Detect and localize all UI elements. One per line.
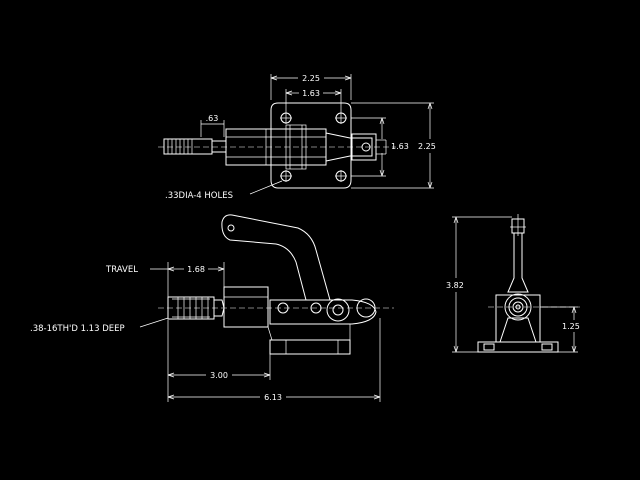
- label-thread: .38-16TH'D 1.13 DEEP: [30, 324, 125, 334]
- dim-end-base-height: 1.25: [562, 322, 580, 331]
- top-view: 2.25 1.63 .63 1.63 2.25 .33DIA-4 HOLES: [158, 74, 436, 201]
- side-pivot: [326, 298, 350, 322]
- side-linkage: [269, 299, 377, 325]
- dim-travel: 1.68: [187, 265, 205, 274]
- dim-top-width-outer: 2.25: [302, 74, 320, 83]
- side-view: TRAVEL 1.68 .38-16TH'D 1.13 DEEP 3.00 6.…: [30, 214, 394, 402]
- end-view: 3.82 1.25: [446, 214, 580, 353]
- side-body: [223, 286, 269, 328]
- dim-base-length: 3.00: [210, 371, 228, 380]
- end-base: [477, 341, 559, 353]
- dim-end-height: 3.82: [446, 281, 464, 290]
- top-linkage: [325, 132, 373, 162]
- dim-top-height-outer: 2.25: [418, 142, 436, 151]
- dim-top-width-inner: 1.63: [302, 89, 320, 98]
- dim-plunger-offset: .63: [206, 114, 219, 123]
- label-travel: TRAVEL: [105, 265, 138, 275]
- side-base: [269, 339, 351, 355]
- dim-overall-length: 6.13: [264, 393, 282, 402]
- top-base-plate: [270, 102, 352, 189]
- label-holes: .33DIA-4 HOLES: [165, 191, 233, 201]
- end-plunger-outer: [504, 293, 532, 321]
- dim-top-height-inner: 1.63: [391, 142, 409, 151]
- end-handle-stem: [507, 232, 529, 293]
